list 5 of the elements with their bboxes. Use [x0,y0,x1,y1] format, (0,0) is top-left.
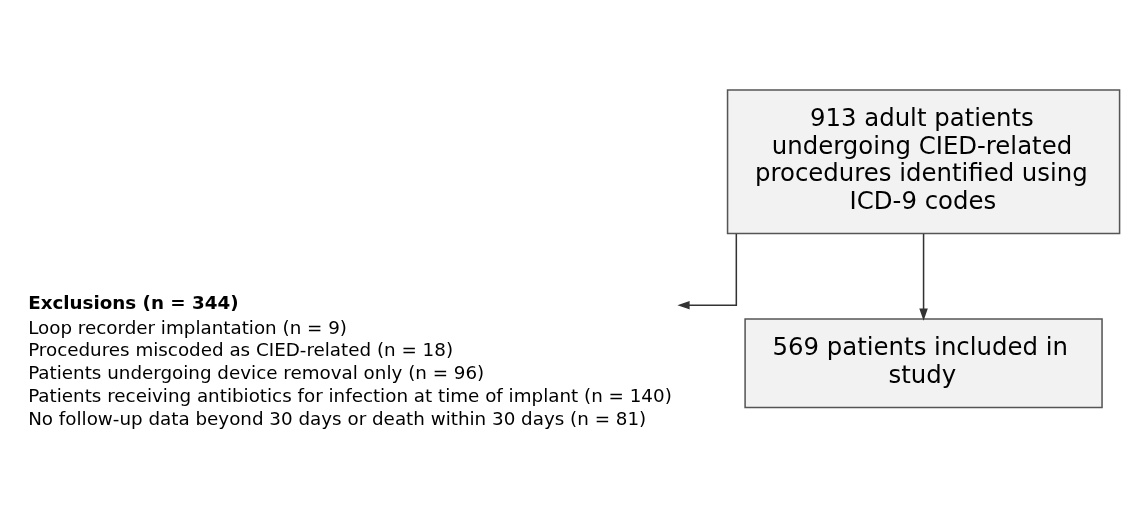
arrow [677,232,738,309]
arrow [919,232,928,321]
node-box: 569 patients included in study [744,317,1103,408]
node-box: 913 adult patients undergoing CIED-related procedures identified using ICD-9 codes [726,88,1121,234]
node-text: Exclusions (n = 344) Loop recorder implantation (n = 9) Procedures miscoded as CIED-related (n = 18) Patients undergoing device removal only (n = 96) Patients receiving antibiotics for infection at time of implant (n = 140) No follow-up data beyond 30 days or death within 30 days (n = 81) [28,291,672,429]
